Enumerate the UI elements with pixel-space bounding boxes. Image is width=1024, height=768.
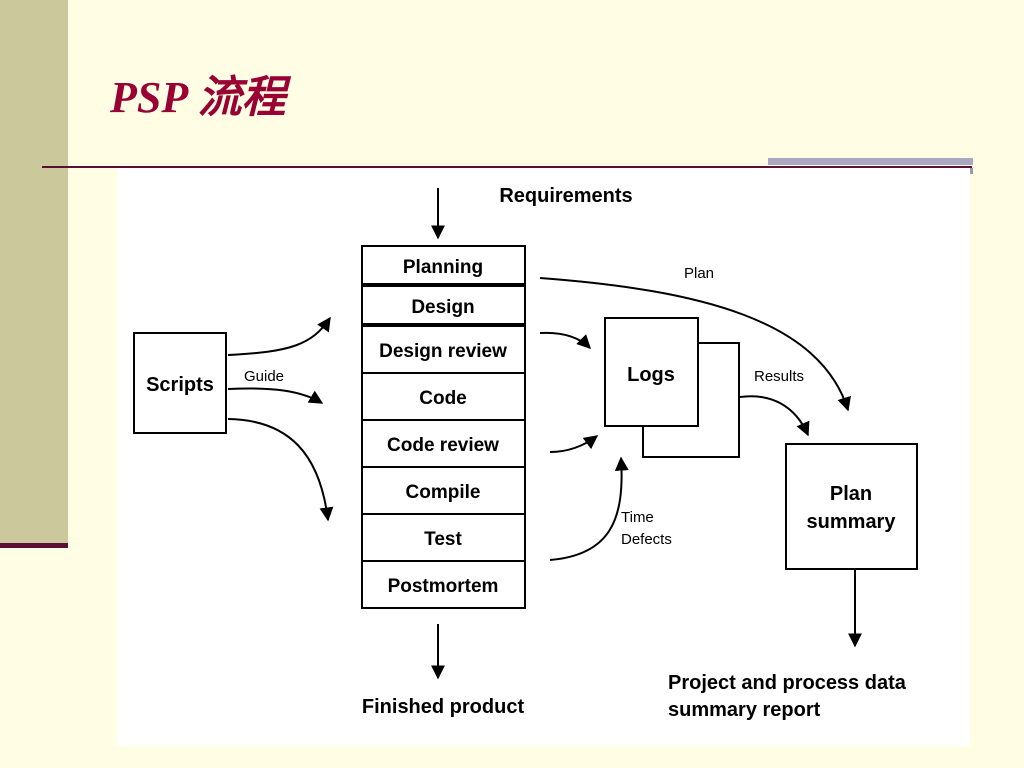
title-rule	[42, 166, 972, 168]
code-review-to-logs-arrow	[549, 435, 599, 453]
phase-test: Test	[424, 529, 462, 550]
phase-box-planning	[361, 245, 526, 285]
report-line1: Project and process data	[668, 672, 907, 694]
phase-postmortem: Postmortem	[388, 576, 499, 597]
phase-stack: Planning Design Design review Code Code …	[361, 245, 526, 609]
results-label: Results	[754, 368, 804, 385]
slide-title: PSP 流程	[110, 73, 286, 122]
guide-arrow-mid	[227, 387, 324, 404]
left-decor-line	[0, 543, 68, 548]
guide-arrow-down	[227, 418, 334, 522]
defects-label: Defects	[621, 531, 672, 548]
phase-box-postmortem	[361, 560, 526, 609]
phase-design-review: Design review	[379, 341, 507, 362]
plan-arrow	[539, 277, 851, 412]
plan-summary-line2: summary	[807, 511, 897, 533]
guide-arrow-up	[227, 316, 331, 356]
phase-code: Code	[419, 388, 467, 409]
phase-box-test	[361, 513, 526, 562]
phase-box-design	[361, 285, 526, 325]
design-review-to-logs-arrow	[539, 331, 591, 349]
guide-label: Guide	[244, 368, 284, 385]
phase-box-compile	[361, 466, 526, 515]
phase-code-review: Code review	[387, 435, 499, 456]
phase-box-code-review	[361, 419, 526, 468]
logs-label: Logs	[627, 364, 675, 386]
plan-label: Plan	[684, 265, 714, 282]
scripts-label: Scripts	[146, 374, 214, 396]
left-decor-bar	[0, 0, 68, 546]
finished-product-label: Finished product	[362, 696, 525, 718]
phase-design: Design	[411, 297, 474, 318]
plan-summary-box	[785, 443, 918, 570]
test-to-logs-arrow	[549, 456, 629, 561]
accent-bar	[768, 158, 973, 165]
phase-compile: Compile	[406, 482, 481, 503]
results-arrow	[739, 395, 810, 437]
plan-summary-line1: Plan	[830, 483, 872, 505]
scripts-box	[133, 332, 227, 434]
time-label: Time	[621, 509, 654, 526]
phase-planning: Planning	[403, 257, 483, 278]
requirements-label: Requirements	[499, 185, 632, 207]
phase-box-code	[361, 372, 526, 421]
report-line2: summary report	[668, 699, 821, 721]
logs-box	[604, 317, 699, 427]
